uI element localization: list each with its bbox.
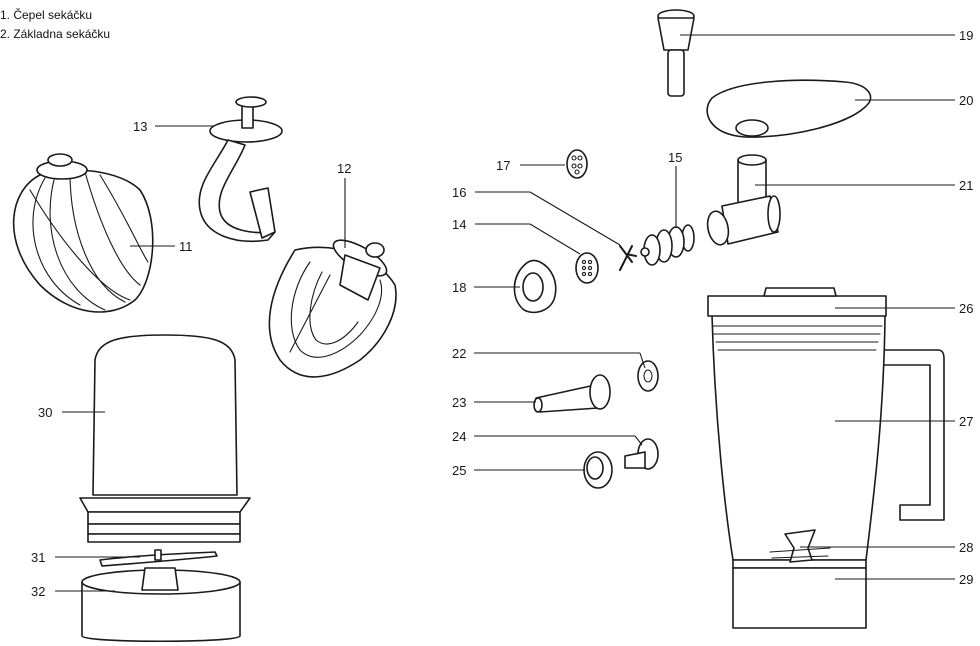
label-30: 30 [38,405,52,420]
label-28: 28 [959,540,973,555]
coarse-disc-part [576,253,598,283]
sausage-horn-part [534,375,610,412]
ring-nut-part [514,260,555,312]
label-13: 13 [133,119,147,134]
blender-jug-part [708,288,944,628]
whisk-part [14,154,153,312]
label-26: 26 [959,301,973,316]
chopper-bowl-part [80,335,250,542]
mincer-body-part [705,155,780,247]
fine-disc-part [567,150,587,178]
label-24: 24 [452,429,466,444]
label-31: 31 [31,550,45,565]
label-11: 11 [179,239,193,254]
label-27: 27 [959,414,973,429]
label-29: 29 [959,572,973,587]
label-32: 32 [31,584,45,599]
label-15: 15 [668,150,682,165]
label-16: 16 [452,185,466,200]
kibbe-cone-part [584,452,612,488]
sausage-plate-part [638,361,658,391]
label-25: 25 [452,463,466,478]
flat-beater-part [269,233,396,376]
chopper-base-part [82,568,240,641]
food-pusher-part [658,10,694,96]
dough-hook-part [199,97,282,241]
cross-blade-part [620,246,636,270]
label-18: 18 [452,280,466,295]
label-20: 20 [959,93,973,108]
label-17: 17 [496,158,510,173]
label-14: 14 [452,217,466,232]
food-tray-part [707,80,870,137]
label-22: 22 [452,346,466,361]
label-19: 19 [959,28,973,43]
label-21: 21 [959,178,973,193]
label-12: 12 [337,161,351,176]
label-23: 23 [452,395,466,410]
chopper-blade-part [100,550,217,566]
mincer-screw-part [641,225,694,265]
